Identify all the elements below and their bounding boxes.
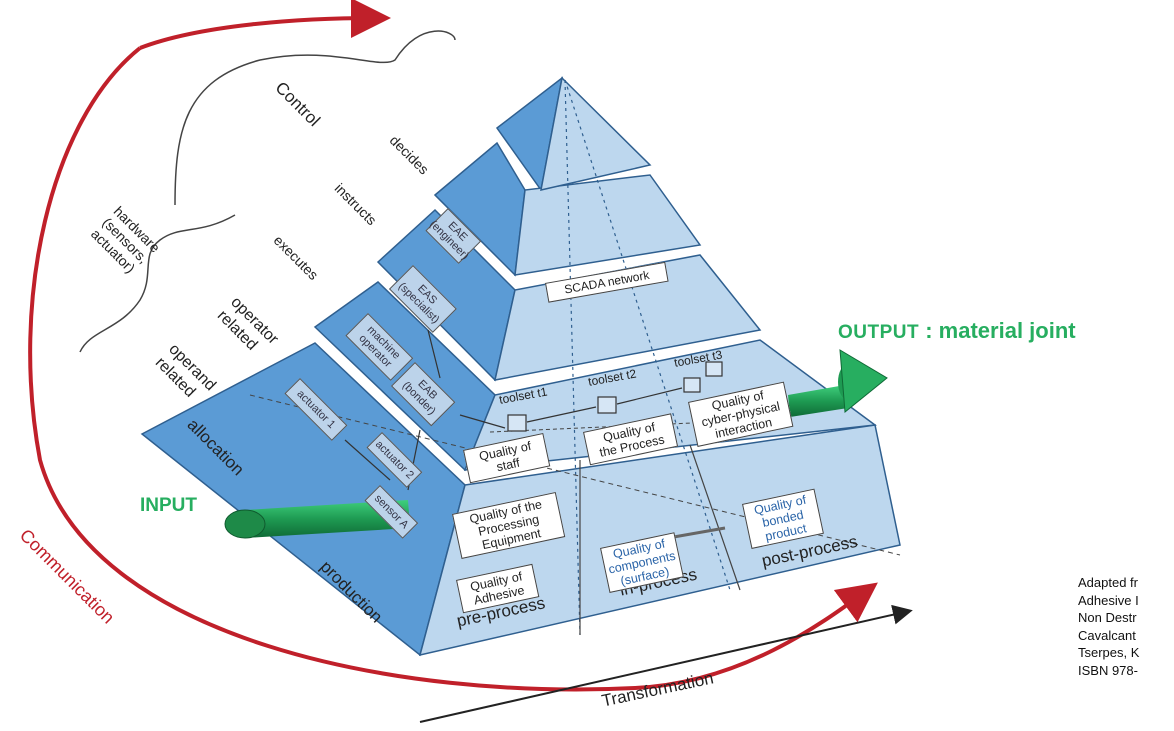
output-word: OUTPUT: [838, 322, 920, 343]
communication-arrow: [28, 46, 878, 692]
input-label: INPUT: [140, 495, 197, 516]
component-arrow: [667, 526, 726, 540]
output-text: : material joint: [925, 318, 1076, 343]
link-arrow: [344, 439, 391, 481]
link-arrow: [616, 387, 683, 405]
toolset-cube: [705, 361, 723, 377]
link-arrow: [526, 406, 597, 423]
toolset-cube: [597, 396, 617, 414]
hardware-brace: [79, 214, 236, 353]
control-brace: [174, 30, 456, 206]
toolset-cube: [683, 377, 701, 393]
layer3-right-face: [514, 174, 702, 276]
division-line: [564, 79, 581, 636]
output-label: OUTPUT : material joint: [838, 318, 1076, 344]
link-arrow: [427, 329, 441, 379]
toolset-cube: [507, 414, 527, 432]
top-right-face: [540, 76, 652, 191]
layer1-top-face: [463, 339, 877, 471]
input-cylinder: [224, 500, 410, 539]
link-arrow: [459, 414, 506, 429]
output-cylinder: [788, 349, 888, 417]
communication-top-arrow: [139, 0, 391, 50]
stage-divider: [689, 444, 741, 591]
transformation-arrow: [419, 604, 913, 723]
division-line: [564, 79, 731, 591]
source-caption: Adapted fr Adhesive I Non Destr Cavalcan…: [1078, 575, 1140, 678]
dashed-line: [249, 394, 901, 556]
